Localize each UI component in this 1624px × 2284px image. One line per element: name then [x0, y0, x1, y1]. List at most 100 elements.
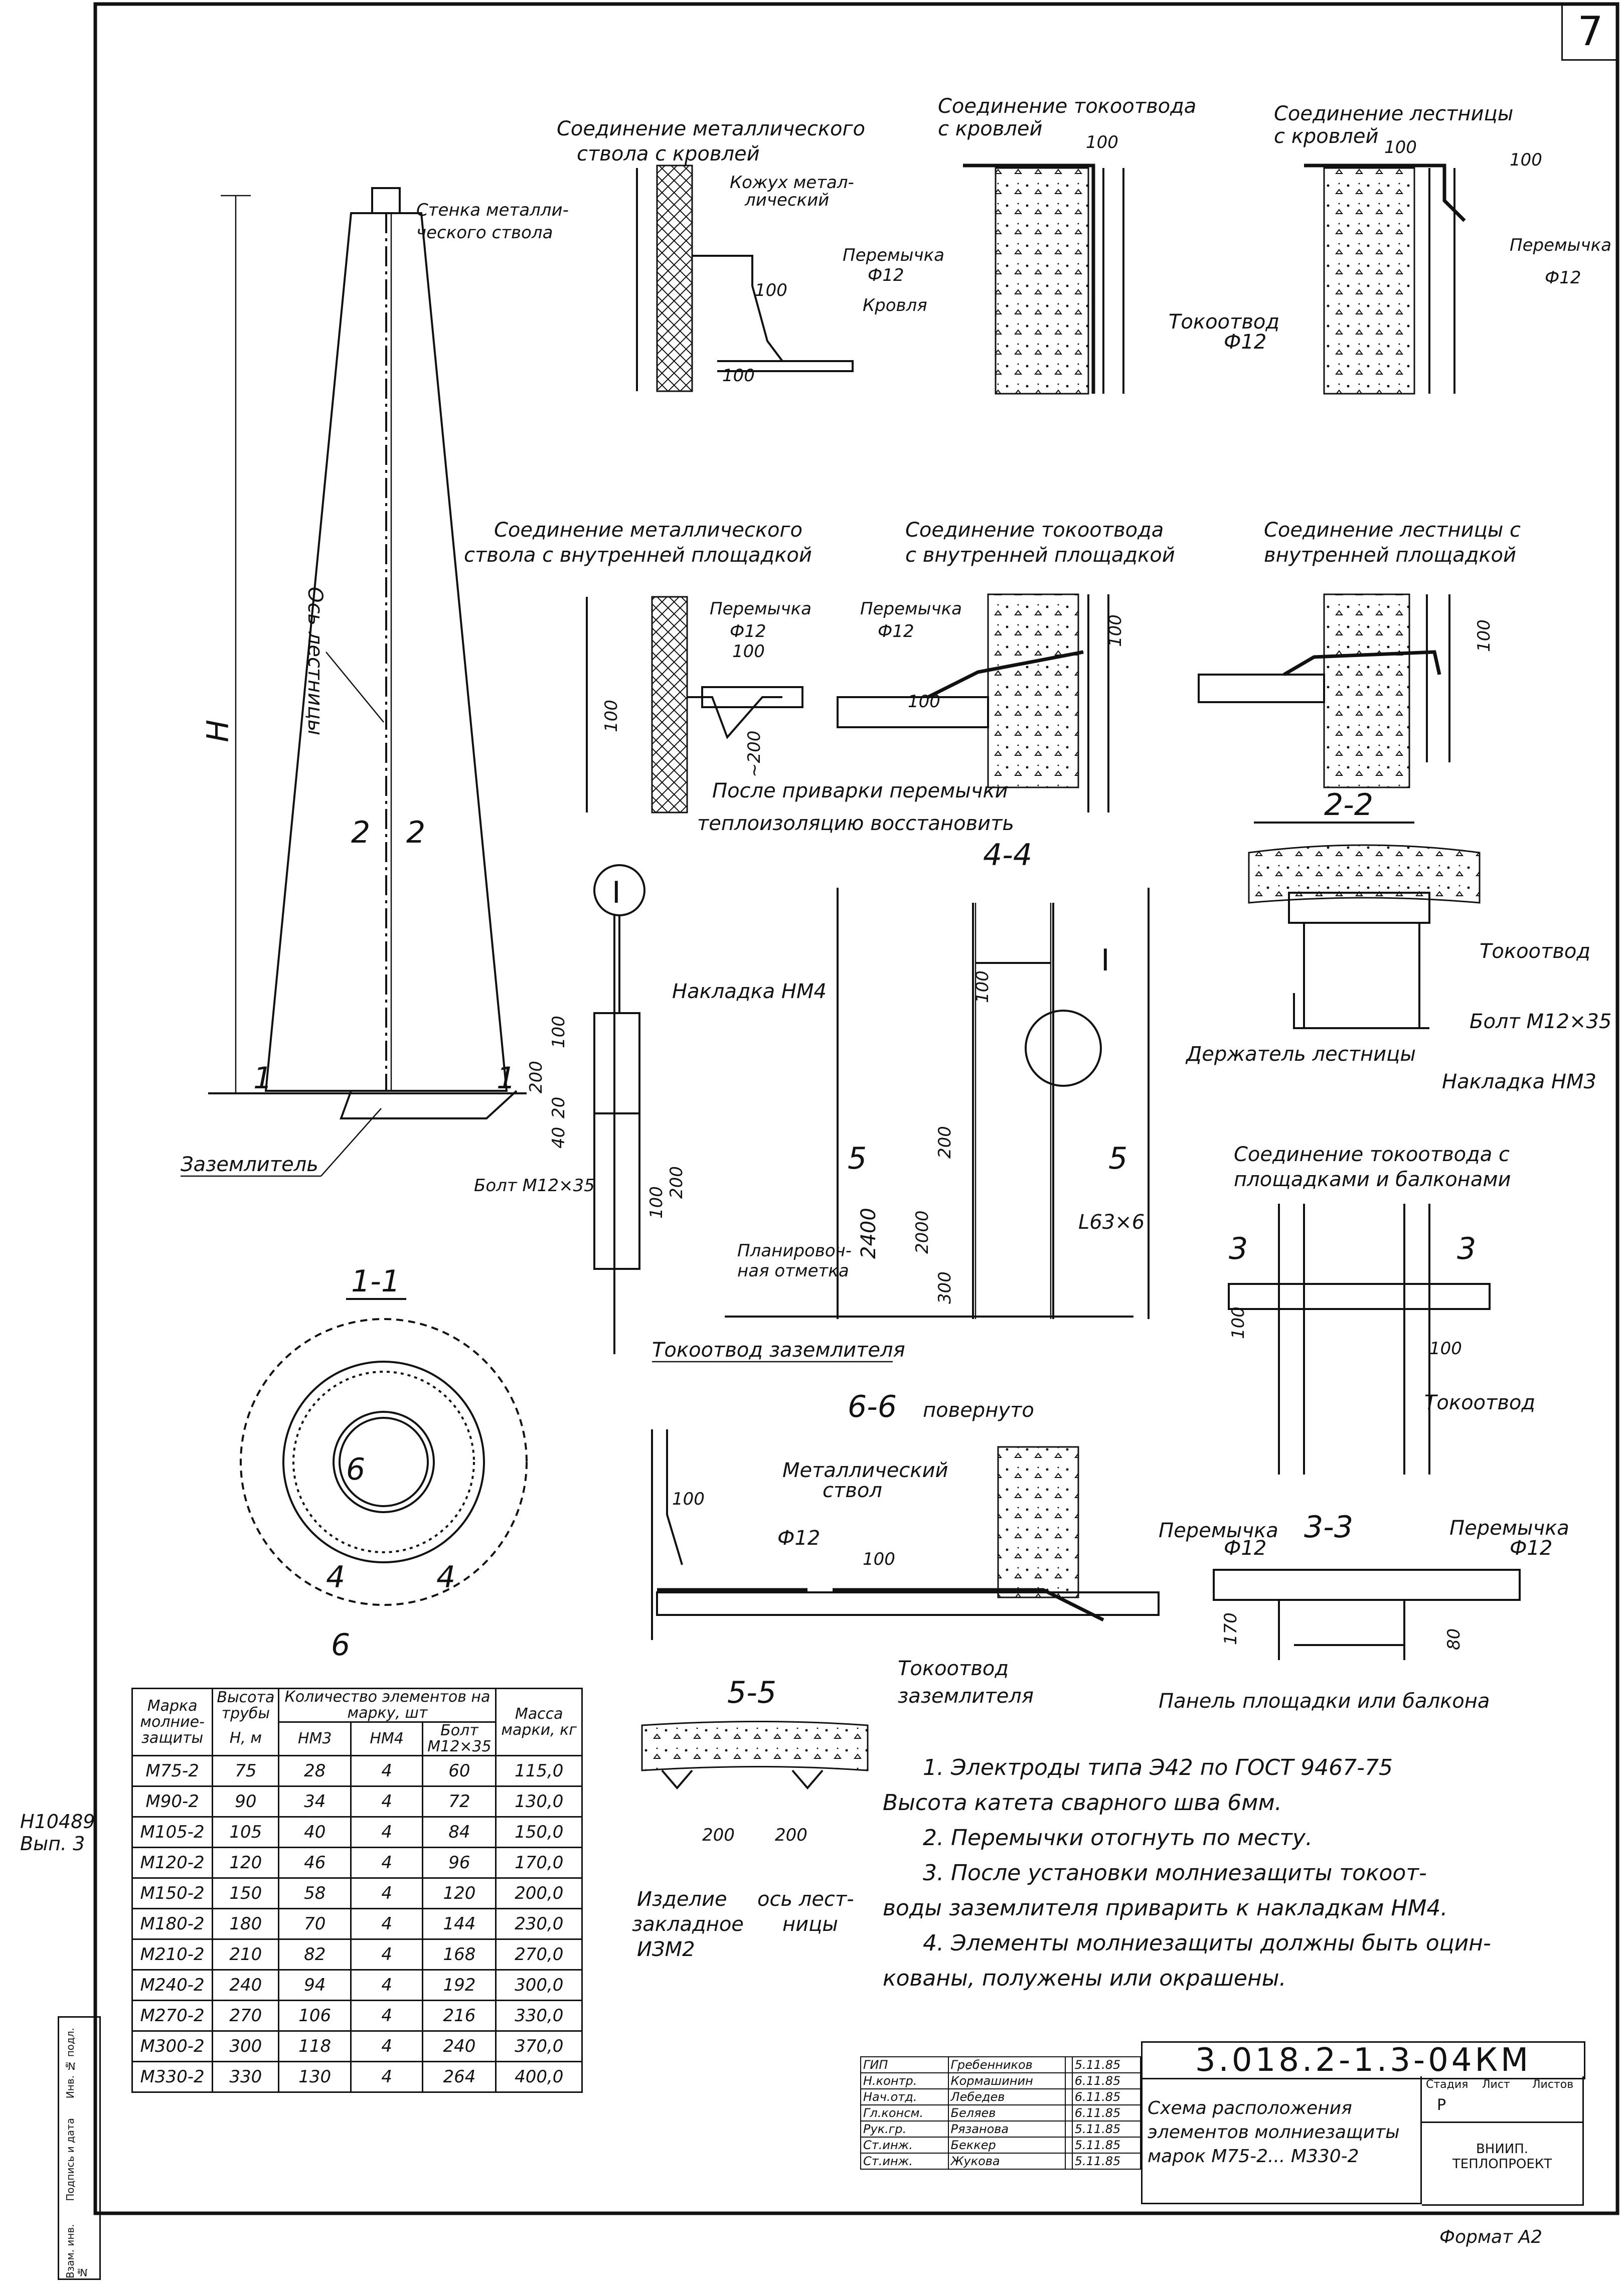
svg-text:100: 100	[863, 1549, 895, 1569]
table-cell: 300	[212, 2030, 280, 2062]
svg-text:Ось лестницы: Ось лестницы	[303, 587, 327, 735]
album-note: Н10489 Вып. 3	[20, 1811, 95, 1855]
grounding-label: Заземлитель	[181, 1153, 318, 1176]
svg-text:Панель площадки или балкона: Панель площадки или балкона	[1159, 1690, 1490, 1713]
table-cell: М330-2	[131, 2061, 214, 2093]
svg-text:2: 2	[406, 815, 425, 850]
table-cell: 82	[278, 1938, 352, 1971]
th-bolt: Болт М12×35	[422, 1721, 497, 1756]
title-block-cell	[1065, 2137, 1073, 2154]
svg-text:Металлический: Металлический	[782, 1459, 948, 1482]
svg-text:ИЗМ2: ИЗМ2	[637, 1938, 695, 1961]
svg-text:2-2: 2-2	[1324, 787, 1373, 823]
table-cell: 192	[422, 1969, 497, 2001]
svg-text:1-1: 1-1	[351, 1264, 400, 1299]
svg-text:закладное: закладное	[632, 1913, 744, 1936]
note-line: Высота катета сварного шва 6мм.	[883, 1790, 1282, 1816]
svg-text:площадками и балконами: площадками и балконами	[1234, 1168, 1511, 1191]
svg-text:2000: 2000	[912, 1210, 932, 1254]
svg-text:Стенка металли-: Стенка металли-	[416, 200, 569, 220]
svg-text:6: 6	[346, 1452, 365, 1487]
title-block-cell: Ст.инж.	[860, 2137, 949, 2154]
table-cell: 330	[212, 2061, 280, 2093]
svg-text:20: 20	[549, 1097, 569, 1118]
detail-roof-metal: Соединение металлического ствола с кровл…	[416, 117, 944, 392]
th-nm3: НМ3	[278, 1721, 352, 1756]
svg-text:Ф12: Ф12	[1510, 1537, 1552, 1560]
svg-text:4: 4	[436, 1560, 455, 1595]
table-cell: 28	[278, 1755, 352, 1787]
title-block-cell: Жукова	[947, 2153, 1066, 2170]
svg-text:ствол: ствол	[823, 1479, 882, 1502]
title-block-cell: 5.11.85	[1071, 2120, 1142, 2138]
svg-text:Токоотвод: Токоотвод	[898, 1657, 1009, 1680]
table-cell: 120	[422, 1877, 497, 1909]
table-cell: 4	[350, 1755, 424, 1787]
svg-text:1: 1	[253, 1061, 272, 1096]
svg-text:Перемычка: Перемычка	[1510, 235, 1611, 255]
table-cell: 240	[212, 1969, 280, 2001]
svg-text:Токоотвод: Токоотвод	[1424, 1391, 1535, 1414]
svg-text:ная отметка: ная отметка	[737, 1261, 849, 1281]
table-cell: М240-2	[131, 1969, 214, 2001]
album-issue: Вып. 3	[20, 1833, 85, 1855]
title-block-cell	[1065, 2104, 1073, 2122]
table-cell: 4	[350, 1969, 424, 2001]
svg-text:170: 170	[1221, 1612, 1241, 1645]
table-cell: М105-2	[131, 1816, 214, 1848]
detail-roof-ladder: Соединение лестницы с кровлей 100 100 Пе…	[1274, 102, 1611, 395]
table-cell: 105	[212, 1816, 280, 1848]
svg-text:5-5: 5-5	[727, 1675, 776, 1710]
table-cell: 34	[278, 1785, 352, 1818]
desc-line: Схема расположения	[1148, 2098, 1352, 2118]
svg-text:Держатель лестницы: Держатель лестницы	[1185, 1043, 1416, 1066]
table-cell: 4	[350, 2061, 424, 2093]
detail-platforms: Соединение токоотвода с площадками и бал…	[1228, 1143, 1535, 1475]
table-cell: 230,0	[495, 1908, 583, 1940]
svg-text:I: I	[612, 875, 621, 910]
table-cell: 84	[422, 1816, 497, 1848]
table-cell: 4	[350, 1847, 424, 1879]
table-cell: 115,0	[495, 1755, 583, 1787]
svg-text:Перемычка: Перемычка	[710, 599, 811, 619]
title-block-cell	[1065, 2153, 1073, 2170]
table-cell: М90-2	[131, 1785, 214, 1818]
svg-text:Болт М12×35: Болт М12×35	[474, 1176, 595, 1196]
desc-line: элементов молниезащиты	[1148, 2122, 1400, 2143]
sheet-format: Формат А2	[1439, 2227, 1543, 2247]
table-cell: 118	[278, 2030, 352, 2062]
svg-text:Болт М12×35: Болт М12×35	[1470, 1010, 1611, 1033]
table-cell: 4	[350, 1877, 424, 1909]
table-cell: 130	[278, 2061, 352, 2093]
th-qty: Количество элементов на марку, шт	[278, 1688, 497, 1723]
svg-text:лический: лический	[744, 190, 829, 210]
table-cell: 170,0	[495, 1847, 583, 1879]
detail-inner-downconductor: Соединение токоотвода с внутренней площа…	[837, 519, 1175, 812]
sheet-label: Лист	[1482, 2078, 1510, 2091]
sheet-number: 7	[1561, 4, 1618, 61]
svg-text:Токоотвод: Токоотвод	[1169, 310, 1279, 334]
table-cell: 330,0	[495, 2000, 583, 2032]
table-cell: 130,0	[495, 1785, 583, 1818]
svg-text:100: 100	[1086, 132, 1118, 152]
note-line: 3. После установки молниезащиты токоот-	[923, 1860, 1427, 1886]
svg-text:Изделие: Изделие	[637, 1888, 727, 1911]
approval-stamp: Инв. № подл. Подпись и дата Взам. инв. №	[58, 2016, 101, 2280]
svg-text:200: 200	[935, 1126, 955, 1159]
svg-text:3-3: 3-3	[1304, 1510, 1353, 1545]
svg-text:100: 100	[646, 1186, 667, 1219]
svg-text:ствола с кровлей: ствола с кровлей	[577, 142, 760, 166]
svg-text:Ф12: Ф12	[730, 621, 766, 641]
svg-text:80: 80	[1444, 1628, 1464, 1650]
svg-text:с внутренней площадкой: с внутренней площадкой	[905, 544, 1175, 567]
svg-text:Кожух метал-: Кожух метал-	[730, 173, 854, 193]
svg-text:200: 200	[702, 1825, 735, 1845]
svg-text:Соединение токоотвода с: Соединение токоотвода с	[1234, 1143, 1510, 1166]
svg-text:100: 100	[1474, 619, 1494, 652]
